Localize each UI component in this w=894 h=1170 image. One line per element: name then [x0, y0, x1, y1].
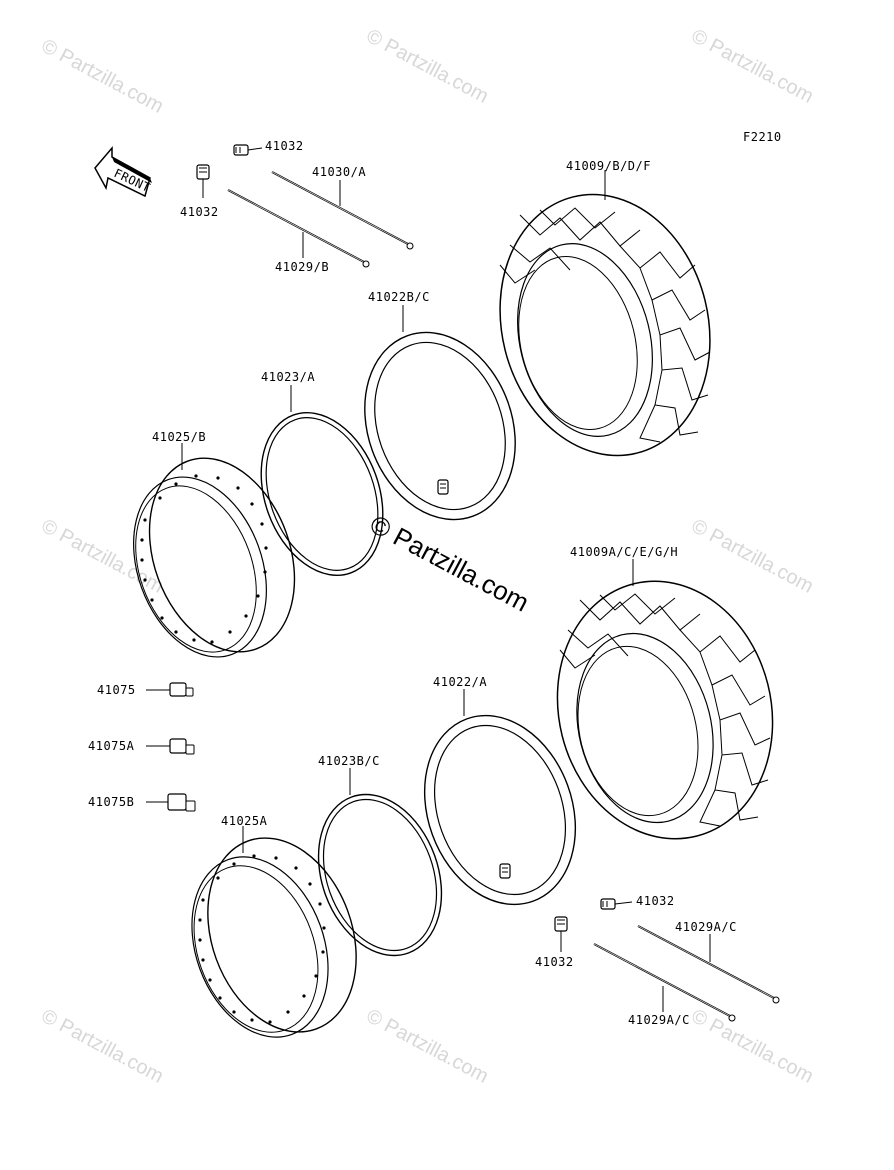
spoke-41029b: [227, 189, 370, 268]
label-41025-b: 41025/B: [152, 430, 206, 444]
rimband-rear: [260, 385, 384, 577]
spoke-41029ac-b: [593, 943, 736, 1022]
label-41009a-cegh: 41009A/C/E/G/H: [570, 545, 678, 559]
label-41025a: 41025A: [221, 814, 268, 828]
spoke-41029ac-a: [637, 925, 780, 1004]
watermark: © Partzilla.com: [363, 25, 492, 108]
label-41023-a: 41023/A: [261, 370, 315, 384]
watermark: © Partzilla.com: [38, 515, 167, 598]
spoke-41030: [271, 171, 414, 250]
tire-front: [556, 580, 774, 840]
watermark: © Partzilla.com: [363, 1005, 492, 1088]
center-watermark-text: © Partzilla.com: [365, 509, 534, 618]
label-41022b-c: 41022B/C: [368, 290, 430, 304]
label-41029a-c-a: 41029A/C: [675, 920, 737, 934]
nipple-41075a: [146, 738, 195, 755]
front-arrow-icon: FRONT: [94, 145, 153, 198]
watermark: © Partzilla.com: [688, 25, 817, 108]
figure-code: F2210: [743, 130, 782, 144]
tube-front: [423, 689, 577, 906]
nipple-41075b: [146, 793, 196, 812]
valve-top-b: [196, 164, 210, 198]
valve-bot-a: [600, 898, 633, 910]
watermark: © Partzilla.com: [38, 1005, 167, 1088]
label-41032-bot-a: 41032: [636, 894, 675, 908]
label-41030-a: 41030/A: [312, 165, 366, 179]
center-watermark: © Partzilla.com: [365, 509, 534, 618]
label-41075: 41075: [97, 683, 136, 697]
nipple-41075: [146, 682, 194, 697]
label-41032-top-b: 41032: [180, 205, 219, 219]
valve-top-a: [233, 144, 263, 156]
label-41023b-c: 41023B/C: [318, 754, 380, 768]
rimband-front: [317, 768, 443, 957]
label-41075b: 41075B: [88, 795, 134, 809]
watermark: © Partzilla.com: [688, 515, 817, 598]
rim-front: [191, 826, 357, 1038]
watermark: © Partzilla.com: [38, 35, 167, 118]
label-41022-a: 41022/A: [433, 675, 487, 689]
label-41075a: 41075A: [88, 739, 135, 753]
valve-bot-b: [554, 916, 568, 952]
label-41032-top-a: 41032: [265, 139, 304, 153]
watermark: © Partzilla.com: [688, 1005, 817, 1088]
label-41029a-c-b: 41029A/C: [628, 1013, 690, 1027]
tube-rear: [364, 305, 516, 521]
label-41009-bdf: 41009/B/D/F: [566, 159, 651, 173]
rim-rear: [133, 443, 296, 658]
label-41032-bot-b: 41032: [535, 955, 574, 969]
label-41029-b: 41029/B: [275, 260, 329, 274]
tire-rear: [499, 193, 711, 457]
